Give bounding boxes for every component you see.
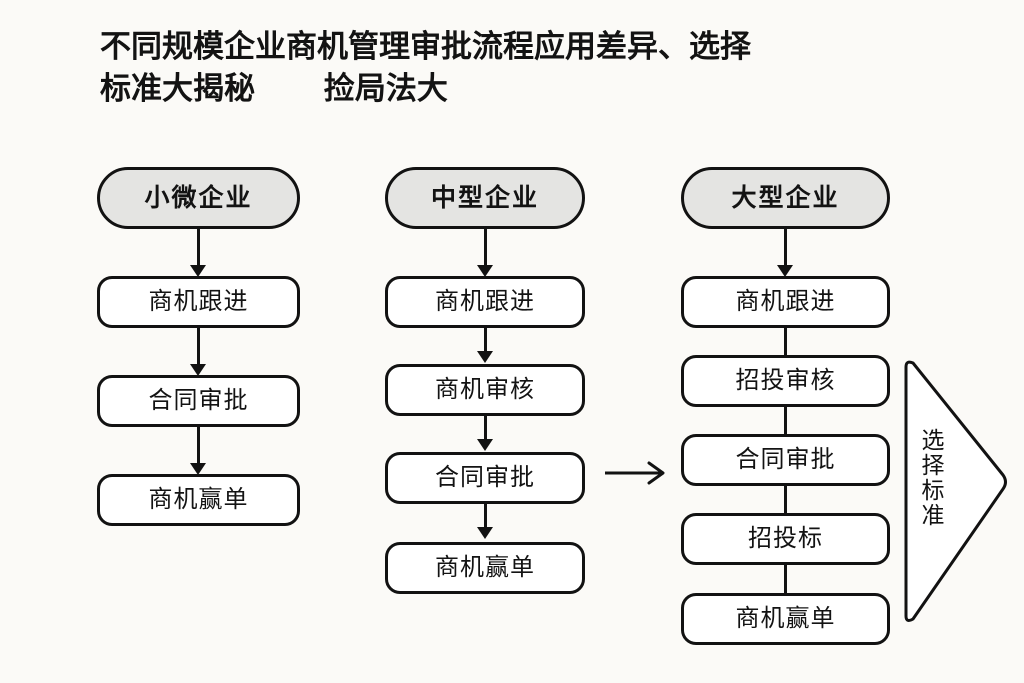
- step-box-c1-1[interactable]: 合同审批: [97, 375, 300, 427]
- column-header-large[interactable]: 大型企业: [681, 167, 890, 229]
- connector-line-c2-3: [484, 504, 487, 529]
- step-box-c2-0[interactable]: 商机跟进: [385, 276, 585, 328]
- selection-criteria-banner-label: 选择标准: [918, 428, 944, 528]
- connector-line-c3-0: [784, 229, 787, 267]
- connector-arrowhead-c1-0: [190, 265, 206, 277]
- connector-arrowhead-c1-2: [190, 463, 206, 475]
- step-box-c2-2[interactable]: 合同审批: [385, 452, 585, 504]
- step-box-c1-0[interactable]: 商机跟进: [97, 276, 300, 328]
- connector-line-c3-1: [784, 328, 787, 356]
- step-box-c1-2[interactable]: 商机赢单: [97, 474, 300, 526]
- step-box-c3-0[interactable]: 商机跟进: [681, 276, 890, 328]
- selection-criteria-banner[interactable]: [898, 357, 1018, 627]
- connector-line-c1-2: [197, 427, 200, 465]
- connector-arrowhead-c2-1: [477, 351, 493, 363]
- step-box-c2-1[interactable]: 商机审核: [385, 364, 585, 416]
- connector-arrowhead-c3-0: [777, 265, 793, 277]
- connector-line-c1-1: [197, 328, 200, 366]
- connector-line-c3-3: [784, 486, 787, 514]
- connector-arrowhead-c1-1: [190, 364, 206, 376]
- step-box-c3-2[interactable]: 合同审批: [681, 434, 890, 486]
- page-title-line-2: 标准大揭秘 捡局法大: [100, 71, 448, 106]
- page-title-line-1: 不同规模企业商机管理审批流程应用差异、选择: [100, 29, 751, 64]
- step-box-c2-3[interactable]: 商机赢单: [385, 542, 585, 594]
- connector-arrowhead-c2-0: [477, 265, 493, 277]
- column-header-small-micro[interactable]: 小微企业: [97, 167, 300, 229]
- connector-line-c3-4: [784, 565, 787, 593]
- step-box-c3-3[interactable]: 招投标: [681, 513, 890, 565]
- connector-line-c2-2: [484, 416, 487, 441]
- connector-line-c2-0: [484, 229, 487, 267]
- connector-arrowhead-c2-2: [477, 439, 493, 451]
- connector-line-c2-1: [484, 328, 487, 353]
- column-header-medium[interactable]: 中型企业: [385, 167, 585, 229]
- step-box-c3-4[interactable]: 商机赢单: [681, 593, 890, 645]
- step-box-c3-1[interactable]: 招投审核: [681, 355, 890, 407]
- page-title: 不同规模企业商机管理审批流程应用差异、选择 标准大揭秘 捡局法大: [100, 26, 970, 110]
- connector-line-c1-0: [197, 229, 200, 267]
- column-transition-arrow-icon: [605, 461, 665, 485]
- connector-line-c3-2: [784, 407, 787, 435]
- connector-arrowhead-c2-3: [477, 527, 493, 539]
